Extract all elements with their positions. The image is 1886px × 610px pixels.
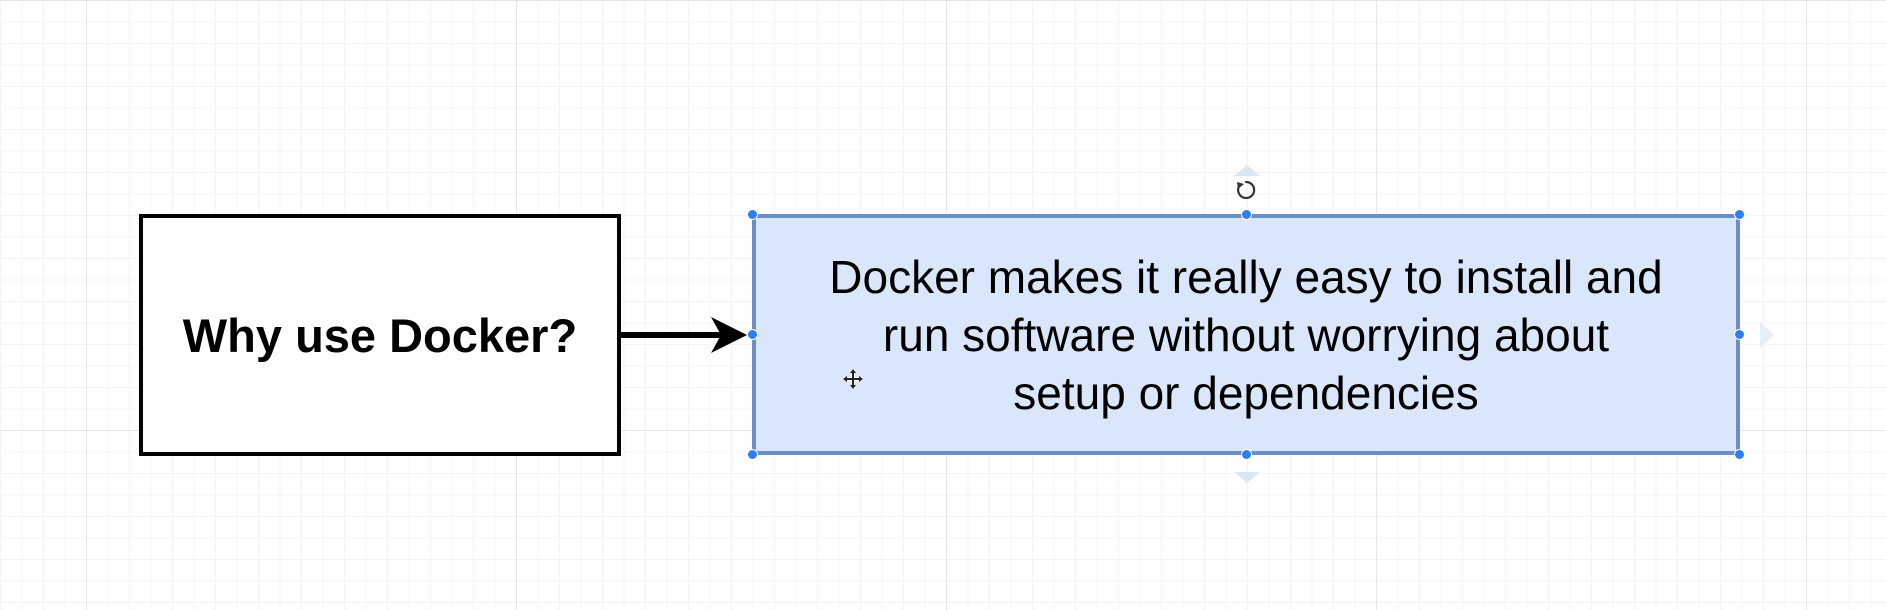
connect-arrow-right-icon[interactable] <box>1758 320 1776 350</box>
resize-handle-middle-right[interactable] <box>1734 329 1745 340</box>
rotate-icon[interactable] <box>1234 178 1258 202</box>
resize-handle-middle-left[interactable] <box>747 329 758 340</box>
move-cursor-icon <box>843 369 863 389</box>
answer-line: Docker makes it really easy to install a… <box>829 250 1663 303</box>
resize-handle-bottom-right[interactable] <box>1734 449 1745 460</box>
question-label: Why use Docker? <box>182 308 578 362</box>
resize-handle-bottom-center[interactable] <box>1241 449 1252 460</box>
answer-text: Docker makes it really easy to install a… <box>829 248 1662 422</box>
resize-handle-top-center[interactable] <box>1241 209 1252 220</box>
resize-handle-top-left[interactable] <box>747 209 758 220</box>
connect-arrow-down-icon[interactable] <box>1232 470 1262 486</box>
connect-arrow-up-icon[interactable] <box>1232 162 1262 178</box>
answer-box[interactable]: Docker makes it really easy to install a… <box>752 214 1740 455</box>
answer-line: setup or dependencies <box>1013 366 1479 419</box>
resize-handle-bottom-left[interactable] <box>747 449 758 460</box>
resize-handle-top-right[interactable] <box>1734 209 1745 220</box>
connector-arrow[interactable] <box>619 312 753 360</box>
answer-line: run software without worrying about <box>882 308 1610 361</box>
question-box[interactable]: Why use Docker? <box>139 214 621 456</box>
